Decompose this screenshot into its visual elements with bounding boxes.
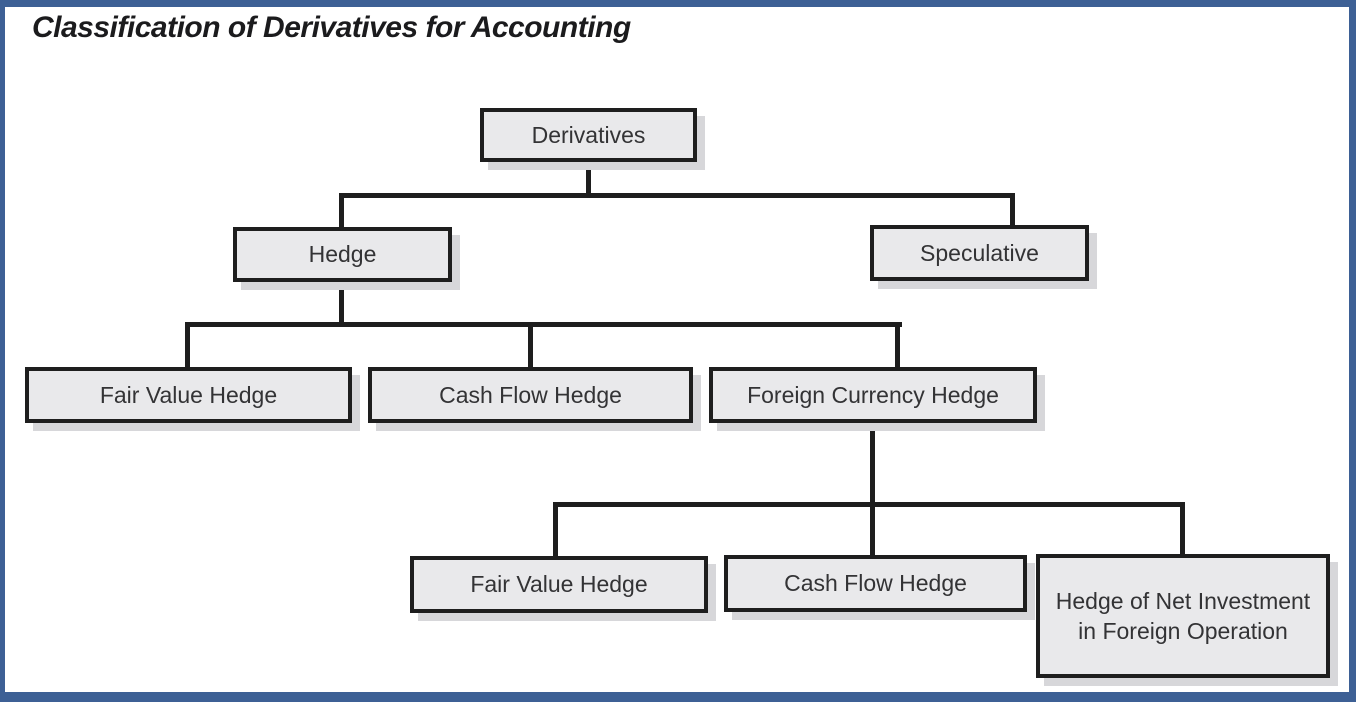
connector-derivatives-drop <box>586 160 591 198</box>
frame-border-bottom <box>0 692 1356 702</box>
node-cash-flow-hedge-label: Cash Flow Hedge <box>439 381 622 408</box>
node-hedge: Hedge <box>233 227 452 282</box>
connector-net-investment-drop <box>1180 502 1185 556</box>
node-speculative-label: Speculative <box>920 239 1039 266</box>
connector-level2-horizontal <box>339 193 1015 198</box>
node-foreign-currency-hedge-label: Foreign Currency Hedge <box>747 381 999 408</box>
connector-level3-horizontal <box>185 322 902 327</box>
node-fair-value-hedge-fc: Fair Value Hedge <box>410 556 708 613</box>
node-derivatives-label: Derivatives <box>531 121 646 148</box>
frame-border-left <box>0 0 5 702</box>
connector-level4-horizontal <box>553 502 1185 507</box>
node-speculative: Speculative <box>870 225 1089 281</box>
connector-foreign-currency-drop <box>895 322 900 369</box>
node-net-investment-hedge: Hedge of Net Investment in Foreign Opera… <box>1036 554 1330 678</box>
node-derivatives: Derivatives <box>480 108 697 162</box>
node-cash-flow-hedge-fc: Cash Flow Hedge <box>724 555 1027 612</box>
connector-fair-value-fc-drop <box>553 502 558 558</box>
connector-hedge-out-drop <box>339 280 344 327</box>
node-fair-value-hedge-label: Fair Value Hedge <box>99 381 278 408</box>
node-cash-flow-hedge-fc-label: Cash Flow Hedge <box>784 570 967 597</box>
connector-hedge-drop <box>339 193 344 229</box>
frame-border-right <box>1349 0 1356 702</box>
node-hedge-label: Hedge <box>308 241 377 268</box>
connector-cash-flow-drop <box>528 322 533 369</box>
node-fair-value-hedge: Fair Value Hedge <box>25 367 352 423</box>
node-fair-value-hedge-fc-label: Fair Value Hedge <box>470 571 648 598</box>
node-foreign-currency-hedge: Foreign Currency Hedge <box>709 367 1037 423</box>
connector-foreign-currency-out-drop <box>870 421 875 558</box>
connector-speculative-drop <box>1010 193 1015 227</box>
frame-border-top <box>0 0 1356 7</box>
connector-fair-value-drop <box>185 322 190 369</box>
diagram-title: Classification of Derivatives for Accoun… <box>32 11 631 44</box>
node-net-investment-hedge-label: Hedge of Net Investment in Foreign Opera… <box>1055 587 1311 644</box>
node-cash-flow-hedge: Cash Flow Hedge <box>368 367 693 423</box>
